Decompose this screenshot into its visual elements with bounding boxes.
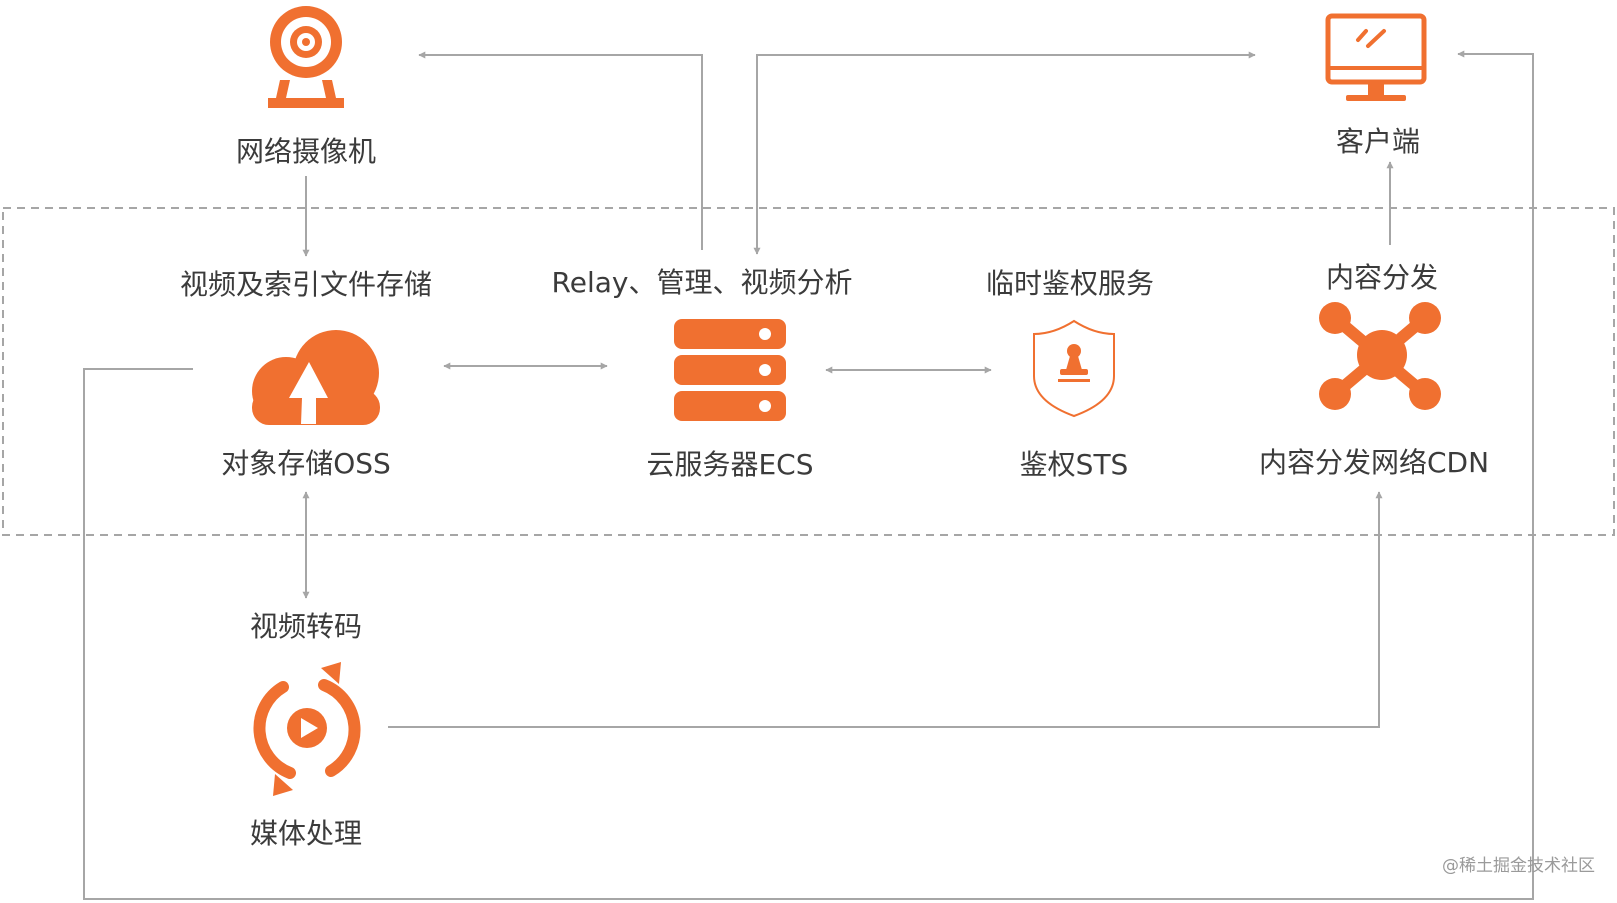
watermark: @稀土掘金技术社区 [1442,856,1595,876]
transcode-caption: 视频转码 [249,610,363,643]
oss-caption: 视频及索引文件存储 [179,268,433,301]
monitor-icon [1325,13,1427,101]
ecs-caption: Relay、管理、视频分析 [551,266,853,299]
cdn-label: 内容分发网络CDN [1258,446,1490,479]
shield-stamp-icon [1033,319,1115,418]
cloud-upload-icon [252,330,380,425]
connector-oss-loop-client [83,50,1534,900]
cdn-caption: 内容分发 [1325,261,1439,294]
oss-label: 对象存储OSS [221,447,391,480]
client-label: 客户端 [1335,125,1421,158]
connector-ecs-client [753,51,1256,255]
webcam-icon [268,6,344,108]
connector-ecs-camera [418,51,703,250]
sts-label: 鉴权STS [1019,448,1129,481]
connector-transcode-cdn [388,491,1383,728]
camera-label: 网络摄像机 [235,135,377,168]
sts-caption: 临时鉴权服务 [985,267,1155,300]
transcode-label: 媒体处理 [249,817,363,850]
refresh-play-icon [253,662,361,796]
server-stack-icon [674,319,786,421]
network-hub-icon [1319,302,1441,410]
ecs-label: 云服务器ECS [646,448,814,481]
